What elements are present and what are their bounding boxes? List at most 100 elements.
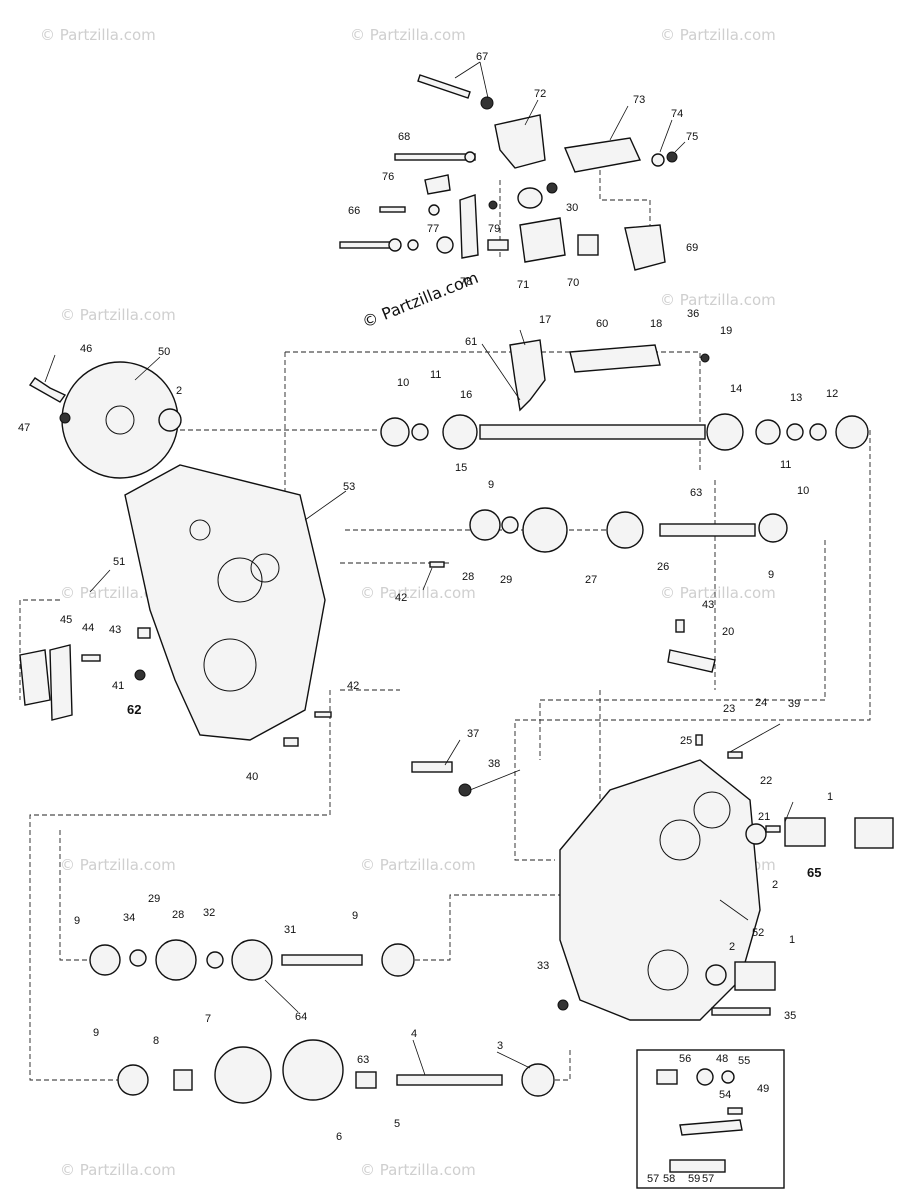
sprocket (214, 1046, 272, 1104)
watermark: © Partzilla.com (60, 856, 176, 874)
watermark: © Partzilla.com (360, 1161, 476, 1179)
callout-label: 66 (348, 205, 360, 217)
callout-label: 51 (113, 556, 125, 568)
callout-label: 57 (647, 1173, 659, 1185)
dowel-pin (429, 561, 445, 568)
bearing (117, 1064, 149, 1096)
callout-label: 39 (788, 698, 800, 710)
callout-label: 53 (343, 481, 355, 493)
bearing-housing (734, 961, 776, 991)
callout-label: 49 (757, 1083, 769, 1095)
pad (577, 234, 599, 256)
callout-label: 16 (460, 389, 472, 401)
watermark: © Partzilla.com (60, 306, 176, 324)
callout-label: 54 (719, 1089, 731, 1101)
screw (81, 654, 101, 662)
sliding-gear (442, 414, 478, 450)
callout-label: 45 (60, 614, 72, 626)
fitting (134, 669, 146, 681)
shift-rail (569, 344, 661, 373)
callout-label: 9 (74, 915, 80, 927)
callout-label: 9 (93, 1027, 99, 1039)
bolt (711, 1007, 771, 1016)
callout-label: 71 (517, 279, 529, 291)
washer (745, 823, 767, 845)
callout-label: 36 (687, 308, 699, 320)
callout-label: 27 (585, 574, 597, 586)
callout-label: 25 (680, 735, 692, 747)
upper-shaft-assembly (380, 339, 869, 451)
callout-label: 3 (497, 1040, 503, 1052)
callout-label: 1 (827, 791, 833, 803)
needle-bearing (755, 419, 781, 445)
callout-label: 1 (789, 934, 795, 946)
shaft (659, 523, 756, 537)
shaft-assembly (669, 1159, 726, 1173)
spring (487, 239, 509, 251)
callout-label: 20 (722, 626, 734, 638)
callout-label: 14 (730, 383, 742, 395)
callout-label: 60 (596, 318, 608, 330)
callout-label: 59 (688, 1173, 700, 1185)
nut (388, 238, 402, 252)
watermark: © Partzilla.com (350, 26, 466, 44)
callout-label: 68 (398, 131, 410, 143)
middle-shaft-assembly (469, 507, 788, 673)
inset-detail (636, 1049, 785, 1189)
callout-label: 28 (462, 571, 474, 583)
seal (786, 423, 804, 441)
screw (283, 737, 299, 747)
callout-label: 50 (158, 346, 170, 358)
screw (137, 627, 151, 639)
watermark: © Partzilla.com (660, 26, 776, 44)
nut (407, 239, 419, 251)
callout-label: 48 (716, 1053, 728, 1065)
screw (379, 206, 406, 213)
callout-label: 29 (148, 893, 160, 905)
bracket (494, 114, 546, 169)
callout-label: 55 (738, 1055, 750, 1067)
chaincase-housing-right (559, 759, 761, 1021)
clip (700, 353, 710, 363)
nut (546, 182, 558, 194)
callout-label: 58 (663, 1173, 675, 1185)
callout-label: 13 (790, 392, 802, 404)
shift-fork (509, 339, 546, 412)
callout-label: 34 (123, 912, 135, 924)
bottom-drive-assembly (117, 1039, 555, 1104)
callout-label: 52 (752, 927, 764, 939)
callout-label: 70 (567, 277, 579, 289)
nut (480, 96, 494, 110)
cam-plate (519, 217, 566, 263)
sprocket (706, 413, 744, 451)
washer (809, 423, 827, 441)
bushing (428, 204, 440, 216)
pin (727, 1107, 743, 1115)
callout-label: 42 (395, 592, 407, 604)
chaincase-housing-left (124, 464, 326, 741)
washer (696, 1068, 714, 1086)
callout-label: 15 (455, 462, 467, 474)
callout-label: 38 (488, 758, 500, 770)
spacer (501, 516, 519, 534)
callout-label: 56 (679, 1053, 691, 1065)
washer (158, 408, 182, 432)
callout-label: 63 (357, 1054, 369, 1066)
shaft (281, 954, 363, 966)
shift-linkage-assembly (339, 74, 678, 271)
bearing (381, 943, 415, 977)
callout-label: 18 (650, 318, 662, 330)
bearing (469, 509, 501, 541)
callout-label: 57 (702, 1173, 714, 1185)
gear (522, 507, 568, 553)
watermark: © Partzilla.com (360, 856, 476, 874)
callout-label: 35 (784, 1010, 796, 1022)
washer (705, 964, 727, 986)
callout-label: 46 (80, 343, 92, 355)
main-shaft (479, 424, 706, 440)
callout-label: 11 (780, 459, 791, 471)
bearing (835, 415, 869, 449)
washer (411, 423, 429, 441)
gear (606, 511, 644, 549)
